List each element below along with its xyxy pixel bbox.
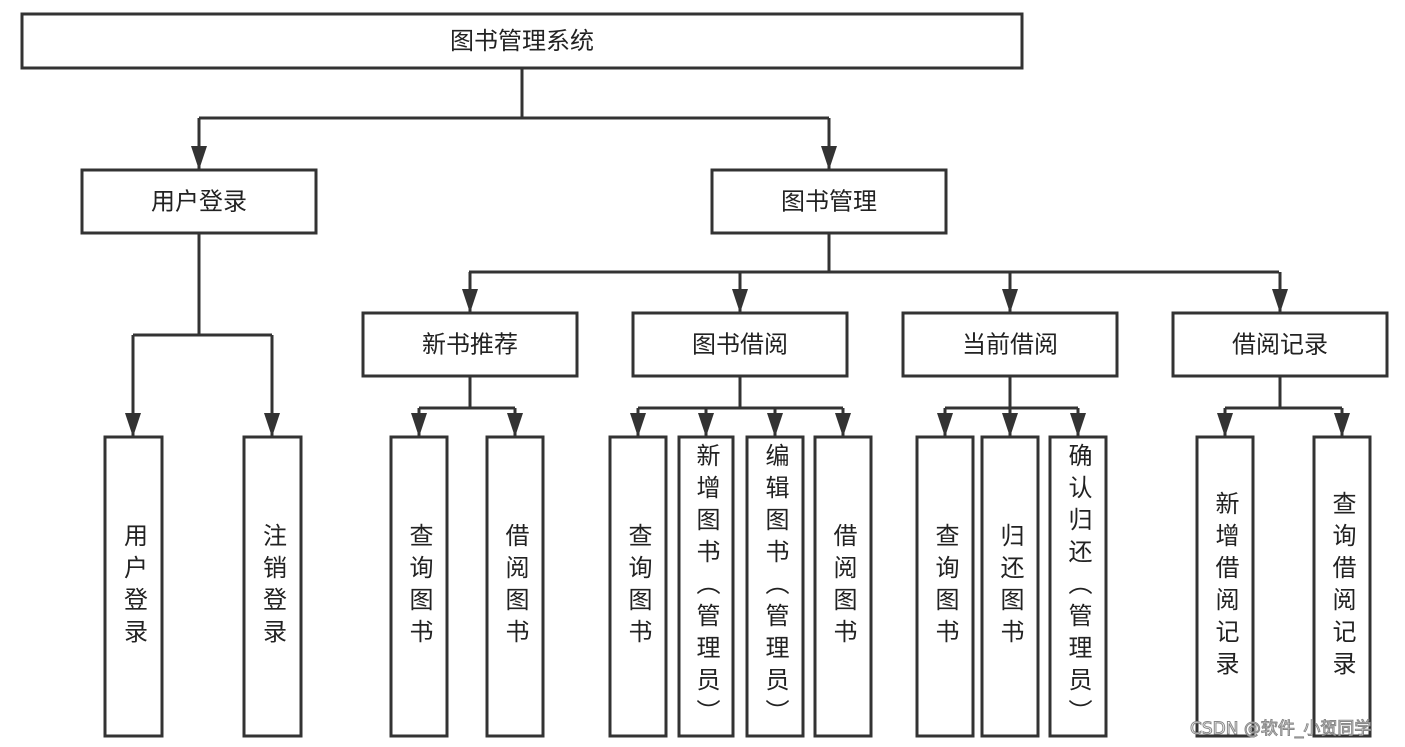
arrow-head [835, 413, 851, 437]
module-node [1171, 311, 1389, 378]
arrow-head [821, 146, 837, 170]
arrow-head [507, 413, 523, 437]
root-node-label: 图书管理系统 [450, 27, 594, 55]
module-node-label: 借阅记录 [1232, 331, 1328, 359]
leaf-node-label: 借阅图书 [501, 522, 529, 651]
leaf-node [1312, 435, 1372, 738]
arrow-head [1272, 289, 1288, 313]
arrow-head [1002, 413, 1018, 437]
module-node-label: 新书推荐 [422, 331, 518, 359]
leaf-node [389, 435, 449, 738]
leaf-node [485, 435, 545, 738]
arrow-head [191, 146, 207, 170]
leaf-node [677, 435, 735, 738]
leaf-node-label: 归还图书 [996, 522, 1024, 651]
leaf-node [980, 435, 1040, 738]
node-book-management [710, 168, 948, 235]
leaf-node-label: 确认归还（管理员） [1064, 442, 1092, 731]
leaf-node [745, 435, 805, 738]
leaf-node [608, 435, 668, 738]
watermark: CSDN @软件_小贺同学 [1189, 719, 1372, 740]
arrow-head [630, 413, 646, 437]
arrow-head [1334, 413, 1350, 437]
root-node [20, 12, 1024, 70]
leaf-node-label: 新增借阅记录 [1211, 490, 1239, 683]
leaf-node [242, 435, 303, 738]
leaf-node [915, 435, 975, 738]
module-node [361, 311, 579, 378]
node-user-login [80, 168, 318, 235]
arrow-head [1217, 413, 1233, 437]
module-node [901, 311, 1119, 378]
leaf-node [1048, 435, 1108, 738]
arrow-head [1002, 289, 1018, 313]
module-node [631, 311, 849, 378]
arrow-head [937, 413, 953, 437]
leaf-node-label: 查询图书 [931, 522, 959, 651]
leaf-node-label: 查询借阅记录 [1328, 490, 1356, 683]
arrow-head [732, 289, 748, 313]
arrow-head [411, 413, 427, 437]
leaf-node-label: 注销登录 [258, 522, 287, 651]
arrow-head [767, 413, 783, 437]
leaf-node-label: 查询图书 [405, 522, 433, 651]
leaf-node-label: 查询图书 [624, 522, 652, 651]
node-user-login-label: 用户登录 [151, 188, 247, 216]
module-node-label: 图书借阅 [692, 331, 788, 359]
leaf-node-label: 编辑图书（管理员） [761, 442, 789, 731]
arrow-head [1070, 413, 1086, 437]
arrow-head [264, 413, 280, 437]
arrow-head [462, 289, 478, 313]
leaf-node-label: 用户登录 [119, 522, 148, 651]
arrow-head [698, 413, 714, 437]
leaf-node [813, 435, 873, 738]
leaf-node [1195, 435, 1255, 738]
module-node-label: 当前借阅 [962, 331, 1058, 359]
node-book-management-label: 图书管理 [781, 188, 877, 216]
leaf-node [103, 435, 164, 738]
arrow-head [125, 413, 141, 437]
leaf-node-label: 新增图书（管理员） [692, 442, 720, 731]
leaf-node-label: 借阅图书 [829, 522, 857, 651]
